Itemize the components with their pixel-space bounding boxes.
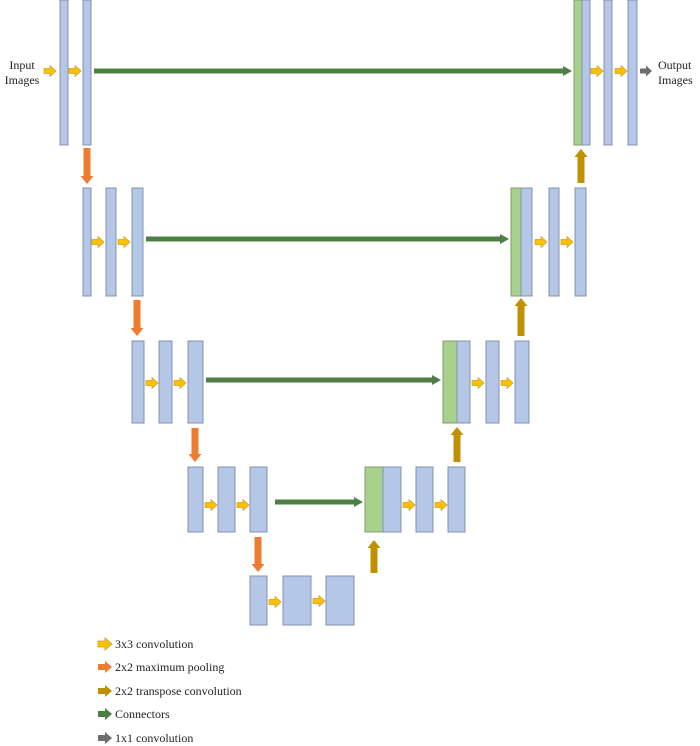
input-images-label: Input Images <box>4 58 40 88</box>
gray-arrow-icon <box>98 732 112 744</box>
level-4-upsampled-block <box>382 466 402 533</box>
level-1-conv3x3-arrow-2 <box>68 64 82 78</box>
legend-label: Connectors <box>115 706 170 721</box>
output-images-label: Output Images <box>658 58 700 88</box>
legend-item-maxpool: 2x2 maximum pooling <box>97 659 224 675</box>
level-3-encoder-conv3x3-arrow-1 <box>145 376 159 390</box>
legend-label: 2x2 transpose convolution <box>115 683 242 698</box>
green-arrow-icon <box>98 708 112 720</box>
bottleneck-block-3 <box>325 575 355 626</box>
level-2-connector-arrow-head <box>500 234 509 244</box>
level-4-transpose-arrow <box>450 427 464 462</box>
level-2-decoder-block-1 <box>548 187 560 297</box>
level-1-upsampled-block <box>581 0 591 146</box>
level-3-encoder-block-1 <box>131 340 145 424</box>
level-4-decoder-conv3x3-arrow-1 <box>402 498 416 512</box>
bottleneck-block-1 <box>249 575 268 626</box>
legend-item-connector: Connectors <box>97 706 170 722</box>
orange-arrow-icon <box>98 661 112 673</box>
legend-label: 1x1 convolution <box>115 730 194 745</box>
level-3-transpose-arrow <box>514 298 528 336</box>
level-2-encoder-block-3 <box>131 187 144 297</box>
legend-label: 2x2 maximum pooling <box>115 659 225 674</box>
output-label-line2: Images <box>658 73 693 87</box>
bottleneck-block-2 <box>282 575 312 626</box>
level-1-conv1x1-arrow <box>640 65 652 77</box>
level-1-connector-arrow-head <box>563 66 572 76</box>
level-4-encoder-block-1 <box>187 466 204 533</box>
level-3-decoder-conv3x3-arrow-1 <box>471 376 485 390</box>
level-3-maxpool-arrow <box>188 428 202 462</box>
legend-item-conv3x3: 3x3 convolution <box>97 636 193 652</box>
bottleneck-conv3x3-arrow-2 <box>312 594 326 608</box>
level-1-decoder-conv3x3-arrow-1 <box>590 64 604 78</box>
legend-item-conv1x1: 1x1 convolution <box>97 730 193 746</box>
gold-arrow-icon <box>98 685 112 697</box>
level-1-conv3x3-arrow-1 <box>43 64 57 78</box>
level-2-upsampled-block <box>520 187 533 297</box>
input-label-line2: Images <box>4 73 40 87</box>
level-4-decoder-block-1 <box>415 466 434 533</box>
output-label-line1: Output <box>658 58 692 72</box>
level-4-encoder-conv3x3-arrow-1 <box>204 498 218 512</box>
bottleneck-transpose-arrow <box>367 540 381 573</box>
level-3-concat-block <box>442 340 458 424</box>
level-2-to-1-transpose-arrow <box>574 149 588 183</box>
level-2-connector-arrow <box>146 236 501 242</box>
level-1-encoder-block-2 <box>82 0 92 146</box>
level-3-encoder-conv3x3-arrow-2 <box>173 376 187 390</box>
level-3-connector-arrow-head <box>432 375 441 385</box>
level-2-maxpool-arrow <box>130 300 144 336</box>
legend-label: 3x3 convolution <box>115 636 194 651</box>
level-2-decoder-conv3x3-arrow-1 <box>534 235 548 249</box>
level-3-encoder-block-3 <box>187 340 204 424</box>
level-3-decoder-block-1 <box>485 340 500 424</box>
level-4-decoder-block-2 <box>447 466 466 533</box>
level-4-encoder-conv3x3-arrow-2 <box>236 498 250 512</box>
level-3-decoder-block-2 <box>514 340 530 424</box>
legend-item-transpose: 2x2 transpose convolution <box>97 683 242 699</box>
level-4-concat-block <box>364 466 384 533</box>
level-1-concat-block <box>573 0 583 146</box>
level-1-connector-arrow <box>94 68 564 74</box>
input-label-line1: Input <box>9 58 35 72</box>
level-4-encoder-block-3 <box>249 466 268 533</box>
level-3-decoder-conv3x3-arrow-2 <box>500 376 514 390</box>
level-3-upsampled-block <box>456 340 471 424</box>
level-2-encoder-conv3x3-arrow-2 <box>117 235 131 249</box>
level-1-maxpool-arrow <box>80 148 94 184</box>
level-1-decoder-block-2 <box>627 0 638 146</box>
yellow-arrow-icon <box>97 637 113 651</box>
level-3-encoder-block-2 <box>158 340 173 424</box>
level-3-connector-arrow <box>206 377 433 383</box>
level-2-decoder-conv3x3-arrow-2 <box>560 235 574 249</box>
level-4-connector-arrow <box>275 499 355 505</box>
level-4-connector-arrow-head <box>354 497 363 507</box>
level-4-decoder-conv3x3-arrow-2 <box>434 498 448 512</box>
level-2-decoder-block-2 <box>574 187 587 297</box>
level-2-encoder-conv3x3-arrow-1 <box>91 235 105 249</box>
level-4-maxpool-arrow <box>251 537 265 572</box>
level-1-decoder-conv3x3-arrow-2 <box>614 64 628 78</box>
level-2-encoder-block-1 <box>82 187 92 297</box>
level-2-concat-block <box>510 187 522 297</box>
bottleneck-conv3x3-arrow-1 <box>268 595 282 609</box>
level-4-encoder-block-2 <box>217 466 236 533</box>
level-2-encoder-block-2 <box>105 187 117 297</box>
level-1-decoder-block-1 <box>603 0 613 146</box>
level-1-encoder-block-1 <box>59 0 69 146</box>
